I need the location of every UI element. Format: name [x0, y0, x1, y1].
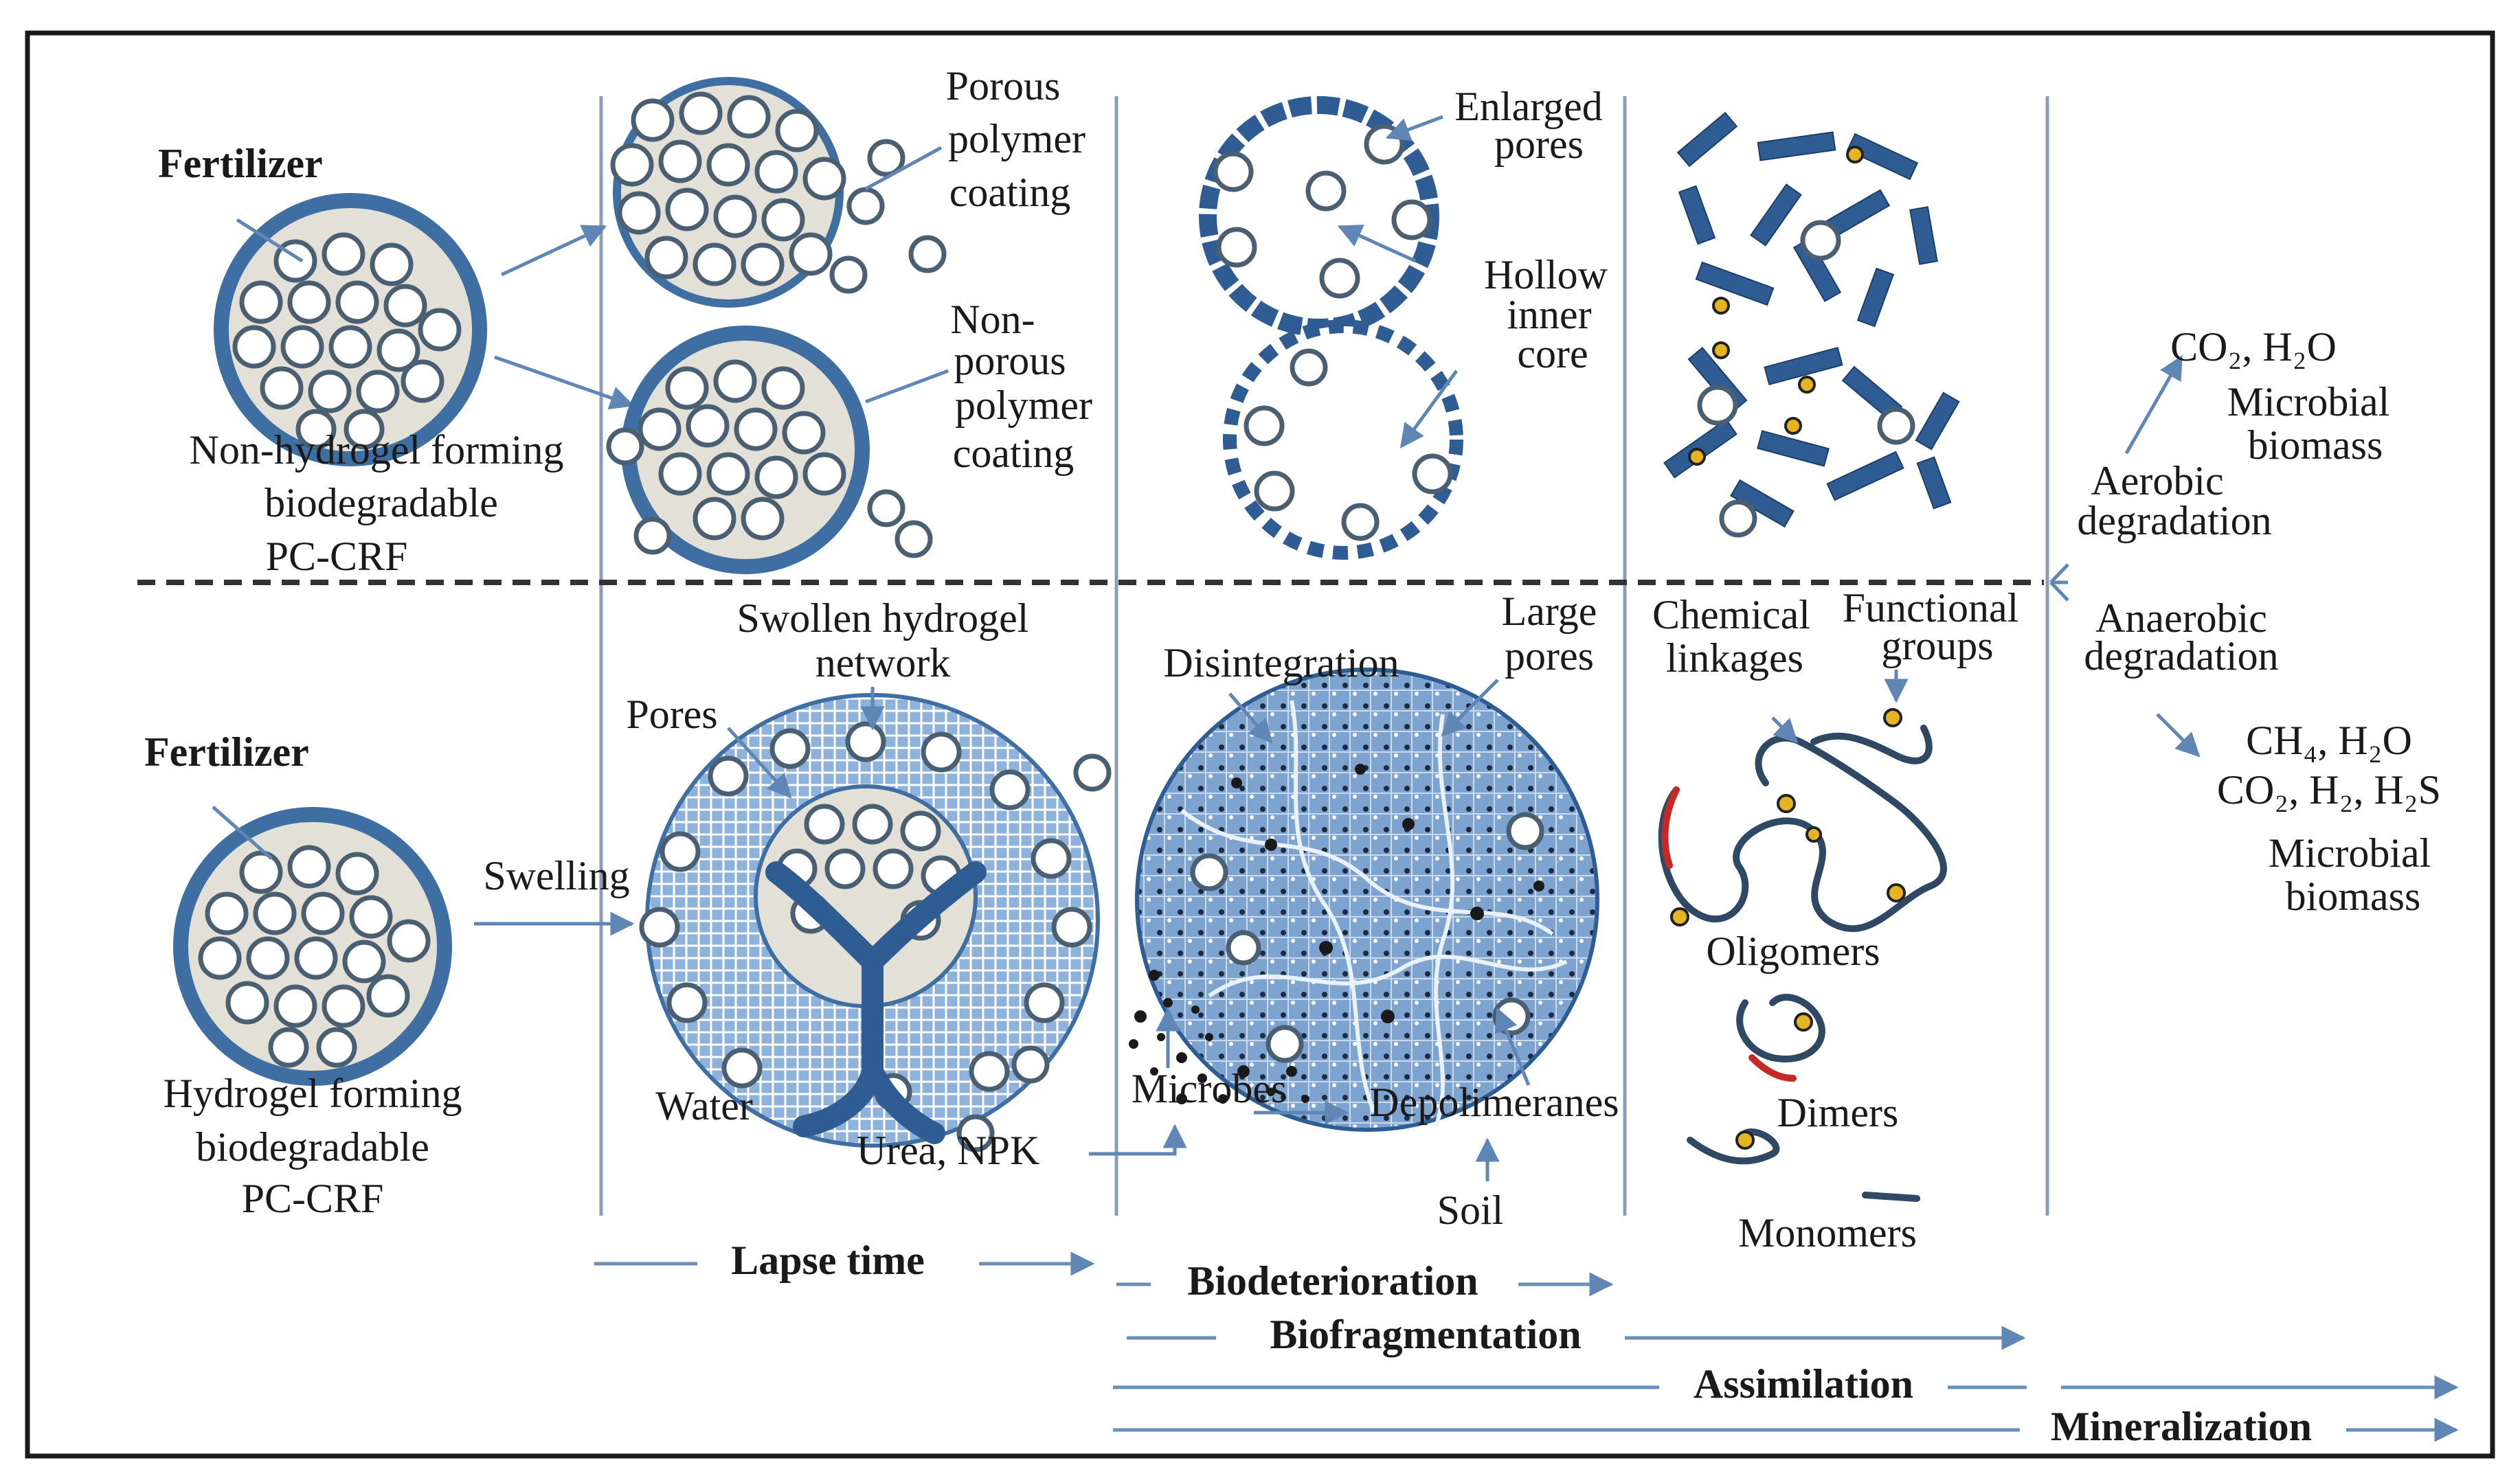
- timeline-lapse-time: Lapse time: [731, 1238, 925, 1283]
- microbial-biomass-bottom-1: Microbial: [2269, 830, 2431, 876]
- enlarged-label-2: pores: [1494, 122, 1584, 167]
- bottom-fertilizer-granule: [173, 807, 452, 1086]
- pores-label: Pores: [626, 692, 717, 737]
- monomers-label: Monomers: [1738, 1210, 1917, 1255]
- timeline-mineralization: Mineralization: [2051, 1404, 2312, 1449]
- top-crf-label-1: Non-hydrogel forming: [190, 427, 564, 473]
- functional-groups-label-1: Functional: [1843, 585, 2019, 630]
- timeline: Lapse time Biodeterioration Biofragmenta…: [594, 1238, 2459, 1449]
- top-fertilizer-granule: [214, 193, 487, 466]
- microbial-biomass-top-2: biomass: [2248, 422, 2383, 468]
- chemical-linkages-label-2: linkages: [1666, 635, 1803, 681]
- anaerobic-products-label-2: CO₂, H₂, H₂S: [2217, 767, 2441, 812]
- porous-label-2: polymer: [948, 116, 1085, 161]
- anaerobic-label-1: Anaerobic: [2095, 595, 2267, 641]
- nonporous-label-3: polymer: [955, 383, 1092, 428]
- disintegration-label: Disintegration: [1163, 640, 1399, 685]
- nonporous-label-4: coating: [953, 431, 1075, 476]
- anaerobic-label-2: degradation: [2084, 633, 2278, 679]
- bottom-crf-label-2: biodegradable: [196, 1124, 429, 1170]
- aerobic-label-1: Aerobic: [2091, 458, 2223, 503]
- microbes-label: Microbes: [1132, 1066, 1287, 1111]
- hollow-label-2: inner: [1507, 292, 1591, 337]
- large-pores-label-2: pores: [1505, 633, 1594, 679]
- aerobic-products-label: CO₂, H₂O: [2170, 324, 2337, 370]
- nonporous-label-2: porous: [954, 338, 1066, 383]
- swelling-label: Swelling: [483, 853, 629, 898]
- enlarged-label-1: Enlarged: [1454, 84, 1602, 129]
- nonporous-coated-granule: [606, 326, 933, 574]
- column-dividers: [599, 96, 2049, 1216]
- water-label: Water: [655, 1083, 753, 1128]
- fragmented-coating: [1663, 111, 1960, 538]
- nonporous-label-1: Non-: [950, 297, 1035, 342]
- bottom-fertilizer-label: Fertilizer: [144, 729, 309, 775]
- diagram-border: [25, 30, 2495, 1459]
- top-fertilizer-label: Fertilizer: [158, 141, 323, 186]
- disintegrating-granule: [1129, 668, 1599, 1132]
- dimers-label: Dimers: [1777, 1090, 1899, 1135]
- enlarged-pores-granule: [1199, 96, 1439, 337]
- swollen-hydrogel-granule: [639, 693, 1112, 1152]
- chemical-linkages-label-1: Chemical: [1652, 592, 1810, 637]
- timeline-biofragmentation: Biofragmentation: [1270, 1312, 1581, 1357]
- depolimeranes-label: Depolimeranes: [1369, 1080, 1619, 1125]
- soil-label: Soil: [1437, 1187, 1504, 1233]
- bottom-crf-label-3: PC-CRF: [242, 1176, 384, 1221]
- hollow-core-granule: [1223, 319, 1463, 560]
- bottom-crf-label-1: Hydrogel forming: [164, 1071, 462, 1116]
- hollow-label-1: Hollow: [1484, 252, 1608, 297]
- swollen-label-2: network: [815, 640, 951, 685]
- porous-label-3: coating: [949, 170, 1071, 215]
- timeline-biodeterioration: Biodeterioration: [1187, 1258, 1478, 1304]
- porous-label-1: Porous: [946, 63, 1061, 109]
- aerobic-label-2: degradation: [2077, 498, 2271, 543]
- hollow-label-3: core: [1517, 331, 1588, 376]
- top-crf-label-2: biodegradable: [265, 480, 498, 525]
- polymer-chains: [1658, 708, 1947, 1202]
- timeline-assimilation: Assimilation: [1694, 1361, 1913, 1407]
- top-crf-label-3: PC-CRF: [266, 534, 408, 579]
- swollen-label-1: Swollen hydrogel: [737, 595, 1029, 641]
- urea-npk-label: Urea, NPK: [857, 1128, 1040, 1173]
- functional-groups-label-2: groups: [1881, 623, 1993, 668]
- oligomers-label: Oligomers: [1706, 929, 1880, 974]
- microbial-biomass-bottom-2: biomass: [2286, 874, 2421, 919]
- large-pores-label-1: Large: [1502, 589, 1597, 634]
- anaerobic-products-label-1: CH₄, H₂O: [2246, 718, 2412, 763]
- microbial-biomass-top-1: Microbial: [2227, 379, 2390, 424]
- porous-coated-granule: [610, 77, 947, 308]
